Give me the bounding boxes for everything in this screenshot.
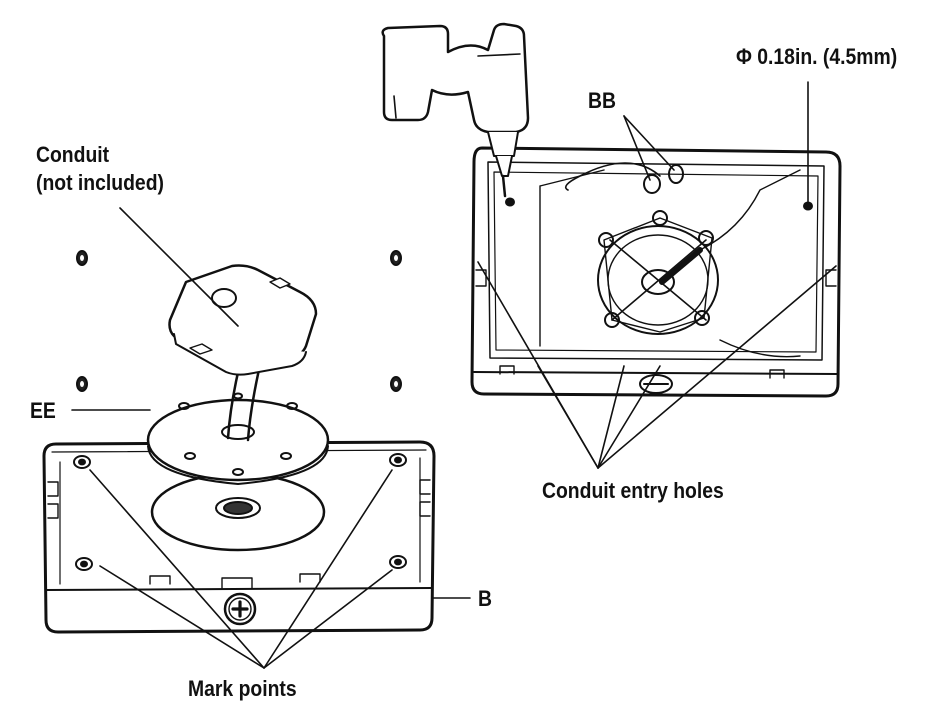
conduit-sub-label: (not included) xyxy=(36,170,164,195)
conduit-label: Conduit xyxy=(36,142,110,167)
drill-icon xyxy=(381,22,530,198)
leader-lines xyxy=(71,81,837,669)
anchor-screws xyxy=(76,250,402,392)
screw-icon xyxy=(223,592,257,626)
drill-size-label: Φ 0.18in. (4.5mm) xyxy=(736,44,898,69)
ee-label: EE xyxy=(30,398,56,423)
knockout-ring xyxy=(150,472,326,552)
junction-box xyxy=(168,264,318,376)
back-box xyxy=(470,146,842,398)
mark-points-label: Mark points xyxy=(188,676,297,701)
ee-plate xyxy=(146,392,330,485)
bb-label: BB xyxy=(588,88,616,113)
base-plate-b xyxy=(42,440,436,634)
mark-point-bosses xyxy=(73,453,407,571)
conduit-entry-holes-label: Conduit entry holes xyxy=(542,478,724,503)
b-label: B xyxy=(478,586,492,611)
